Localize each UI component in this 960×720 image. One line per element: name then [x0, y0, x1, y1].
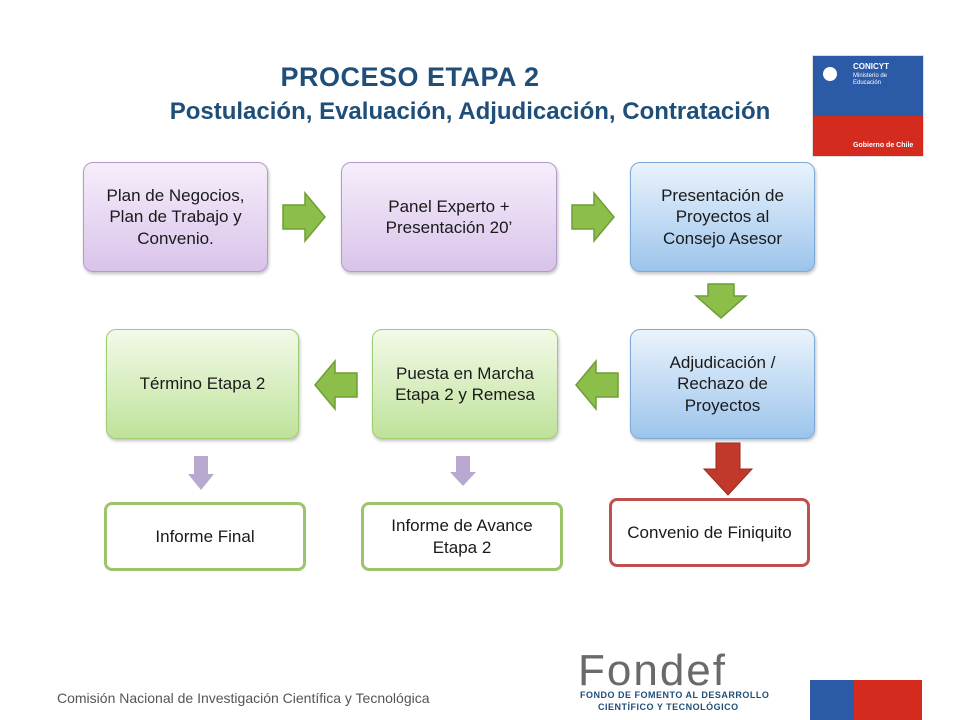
node-informe-avance: Informe de Avance Etapa 2 [361, 502, 563, 571]
node-informe-final: Informe Final [104, 502, 306, 571]
logo-gov: Gobierno de Chile [853, 142, 914, 149]
chile-flag-footer-icon [810, 680, 922, 720]
node-termino: Término Etapa 2 [106, 329, 299, 439]
arrow-left-1-icon [575, 359, 619, 411]
arrow-right-1-icon [282, 191, 326, 243]
fondef-tagline-1: FONDO DE FOMENTO AL DESARROLLO [580, 690, 770, 700]
commission-text: Comisión Nacional de Investigación Cient… [57, 690, 430, 706]
page-subtitle: Postulación, Evaluación, Adjudicación, C… [169, 98, 771, 125]
page-title: PROCESO ETAPA 2 [280, 62, 540, 92]
fondef-logo-text: Fondef [578, 646, 727, 695]
fondef-tagline-2: CIENTÍFICO Y TECNOLÓGICO [598, 702, 739, 712]
arrow-left-2-icon [314, 359, 358, 411]
node-plan: Plan de Negocios, Plan de Trabajo y Conv… [83, 162, 268, 272]
node-presentacion: Presentación de Proyectos al Consejo Ase… [630, 162, 815, 272]
logo-org: CONICYT [853, 62, 889, 71]
node-panel: Panel Experto + Presentación 20’ [341, 162, 557, 272]
node-puesta: Puesta en Marcha Etapa 2 y Remesa [372, 329, 558, 439]
logo-ministry-2: Educación [853, 80, 882, 86]
arrow-right-2-icon [571, 191, 615, 243]
conicyt-logo: CONICYT Ministerio de Educación Gobierno… [812, 55, 924, 157]
node-adjudicacion: Adjudicación / Rechazo de Proyectos [630, 329, 815, 439]
logo-ministry-1: Ministerio de [853, 73, 888, 79]
arrow-down-icon [694, 283, 748, 319]
chile-flag-icon [813, 56, 923, 156]
arrow-down-convenio-icon [702, 442, 754, 496]
node-convenio: Convenio de Finiquito [609, 498, 810, 567]
arrow-down-informe-avance-icon [450, 456, 476, 486]
arrow-down-informe-final-icon [188, 456, 214, 490]
